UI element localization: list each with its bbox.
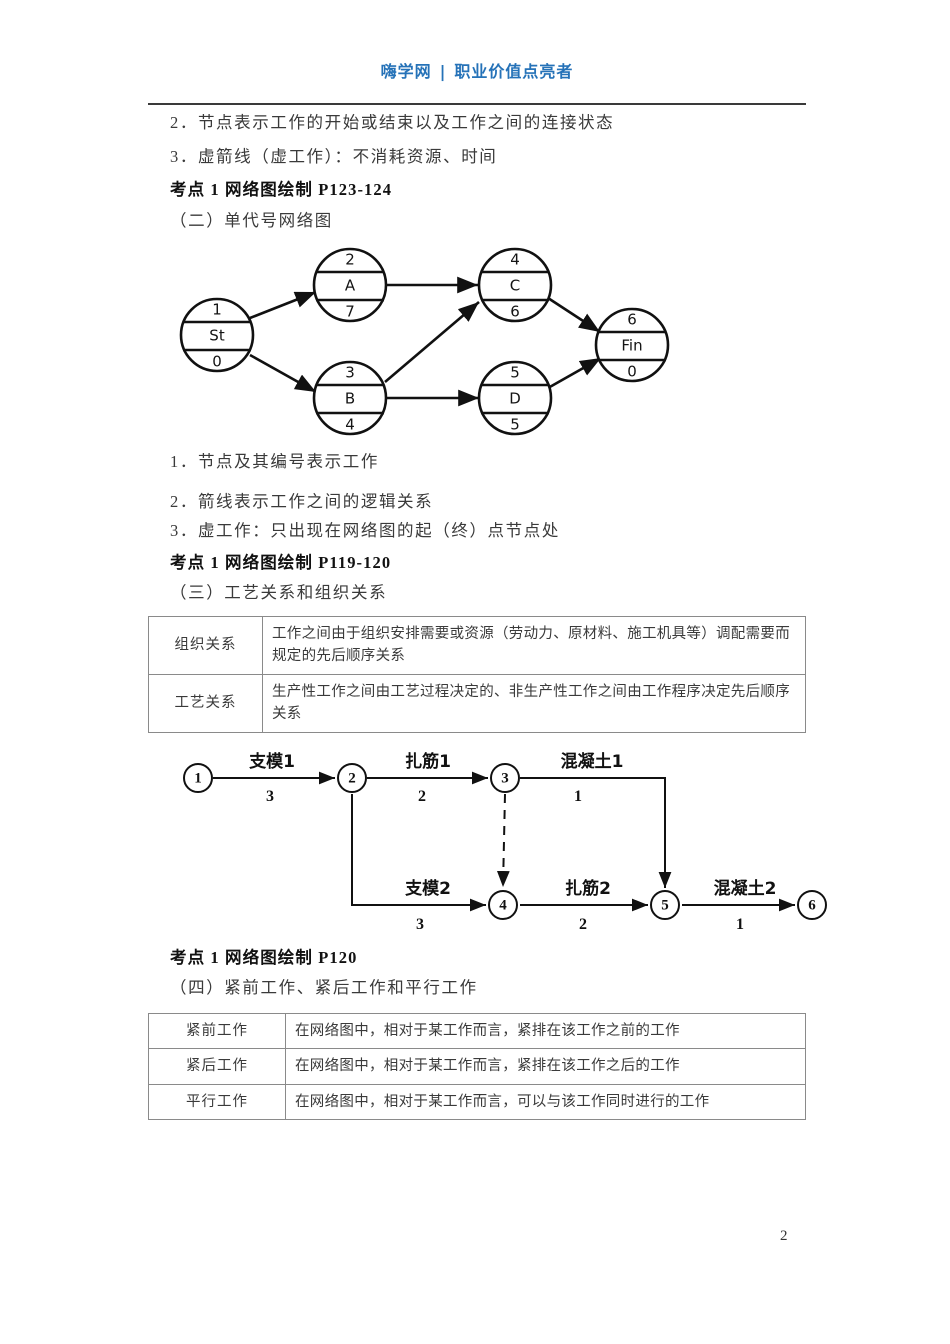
activity-name-zhajin2: 扎筋2 — [565, 878, 611, 899]
activity-name-zhimo2: 支模2 — [405, 878, 451, 899]
heading-kaodian-p120: 考点 1 网络图绘制 P120 — [170, 948, 358, 967]
relations-row-0-key: 组织关系 — [148, 616, 263, 675]
heading-kaodian-p119: 考点 1 网络图绘制 P119-120 — [170, 553, 392, 572]
node-b-duration: 4 — [345, 416, 355, 434]
work-types-row-0-value: 在网络图中，相对于某工作而言，紧排在该工作之前的工作 — [285, 1012, 806, 1050]
activity-duration-zhajin1: 2 — [418, 788, 426, 805]
table-row: 工艺关系 生产性工作之间由工艺过程决定的、非生产性工作之间由工作程序决定先后顺序… — [148, 673, 806, 733]
event-nodes: 1 2 3 4 5 6 — [183, 763, 827, 920]
node-c: 4 C 6 — [477, 247, 553, 323]
relations-row-1-value: 生产性工作之间由工艺过程决定的、非生产性工作之间由工作程序决定先后顺序关系 — [262, 673, 806, 733]
work-types-table: 紧前工作 在网络图中，相对于某工作而言，紧排在该工作之前的工作 紧后工作 在网络… — [148, 1012, 806, 1121]
activity-line-zhimo2 — [351, 794, 486, 912]
work-types-row-0-key: 紧前工作 — [148, 1012, 286, 1050]
node-d-name: D — [509, 390, 521, 408]
heading-kaodian-p123: 考点 1 网络图绘制 P123-124 — [170, 180, 393, 199]
edge-c-fin — [547, 296, 601, 334]
edge-st-a — [249, 290, 317, 320]
node-fin-name: Fin — [621, 337, 642, 355]
header-separator: | — [439, 62, 447, 81]
relations-row-1-key: 工艺关系 — [148, 673, 263, 733]
table-row: 紧前工作 在网络图中，相对于某工作而言，紧排在该工作之前的工作 — [148, 1012, 806, 1050]
node-st-number: 1 — [212, 301, 222, 319]
site-tagline: 职业价值点亮者 — [454, 62, 574, 81]
node-a: 2 A 7 — [312, 247, 388, 323]
text-line-node-meaning: 2．节点表示工作的开始或结束以及工作之间的连接状态 — [170, 113, 615, 132]
activity-name-zhajin1: 扎筋1 — [405, 751, 451, 772]
activity-name-hunningtu1: 混凝土1 — [561, 751, 624, 772]
activity-duration-zhajin2: 2 — [579, 916, 587, 933]
event-node-3-label: 3 — [501, 770, 509, 786]
relations-row-0-value: 工作之间由于组织安排需要或资源（劳动力、原材料、施工机具等）调配需要而规定的先后… — [262, 616, 806, 675]
activity-line-hunningtu1 — [520, 777, 672, 888]
node-st-name: St — [209, 327, 225, 345]
subheading-single-code: （二）单代号网络图 — [170, 211, 333, 230]
work-types-row-1-key: 紧后工作 — [148, 1048, 286, 1085]
activity-name-hunningtu2: 混凝土2 — [714, 878, 777, 899]
node-d-number: 5 — [510, 364, 520, 382]
node-b-name: B — [345, 390, 355, 408]
activity-labels: 支模1 3 扎筋1 2 混凝土1 1 支模2 3 扎筋2 2 混凝土2 1 — [249, 751, 776, 933]
table-row: 紧后工作 在网络图中，相对于某工作而言，紧排在该工作之后的工作 — [148, 1048, 806, 1085]
node-a-name: A — [345, 277, 356, 295]
activity-duration-hunningtu1: 1 — [574, 788, 582, 805]
relations-table: 组织关系 工作之间由于组织安排需要或资源（劳动力、原材料、施工机具等）调配需要而… — [148, 616, 806, 733]
node-fin: 6 Fin 0 — [594, 307, 670, 383]
node-d-duration: 5 — [510, 416, 520, 434]
text-line-dummy-work: 3．虚工作：只出现在网络图的起（终）点节点处 — [170, 521, 560, 540]
edge-d-fin — [547, 356, 602, 390]
node-fin-number: 6 — [627, 311, 637, 329]
activity-duration-zhimo2: 3 — [416, 916, 424, 933]
edge-b-c — [384, 301, 480, 383]
site-brand: 嗨学网 — [380, 62, 432, 81]
event-node-6-label: 6 — [808, 897, 816, 913]
event-node-5-label: 5 — [661, 897, 669, 913]
node-a-duration: 7 — [345, 303, 355, 321]
text-line-dummy-arrow: 3．虚箭线（虚工作）：不消耗资源、时间 — [170, 147, 498, 166]
work-types-row-2-key: 平行工作 — [148, 1083, 286, 1121]
subheading-process-org: （三）工艺关系和组织关系 — [170, 583, 388, 602]
node-c-name: C — [510, 277, 520, 295]
header-divider — [148, 103, 806, 105]
table-row: 组织关系 工作之间由于组织安排需要或资源（劳动力、原材料、施工机具等）调配需要而… — [148, 616, 806, 675]
edge-st-b — [249, 353, 317, 394]
node-a-number: 2 — [345, 251, 355, 269]
activity-duration-zhimo1: 3 — [266, 788, 274, 805]
node-st-duration: 0 — [212, 353, 222, 371]
node-fin-duration: 0 — [627, 363, 637, 381]
event-node-2-label: 2 — [348, 770, 356, 786]
activity-duration-hunningtu2: 1 — [736, 916, 744, 933]
work-types-row-2-value: 在网络图中，相对于某工作而言，可以与该工作同时进行的工作 — [285, 1083, 806, 1121]
work-types-row-1-value: 在网络图中，相对于某工作而言，紧排在该工作之后的工作 — [285, 1048, 806, 1085]
table-row: 平行工作 在网络图中，相对于某工作而言，可以与该工作同时进行的工作 — [148, 1083, 806, 1121]
event-node-1-label: 1 — [194, 770, 202, 786]
page-number: 2 — [780, 1228, 788, 1244]
node-d: 5 D 5 — [477, 360, 553, 436]
node-st: 1 St 0 — [179, 297, 255, 373]
node-c-duration: 6 — [510, 303, 520, 321]
text-line-node-number: 1．节点及其编号表示工作 — [170, 452, 379, 471]
activity-name-zhimo1: 支模1 — [249, 751, 295, 772]
node-b-number: 3 — [345, 364, 355, 382]
activity-line-dummy — [496, 793, 510, 888]
subheading-work-types: （四）紧前工作、紧后工作和平行工作 — [170, 978, 478, 997]
node-c-number: 4 — [510, 251, 520, 269]
site-header: 嗨学网 | 职业价值点亮者 — [148, 58, 806, 82]
text-line-arrow-logic: 2．箭线表示工作之间的逻辑关系 — [170, 492, 434, 511]
event-node-4-label: 4 — [499, 897, 507, 913]
node-b: 3 B 4 — [312, 360, 388, 436]
